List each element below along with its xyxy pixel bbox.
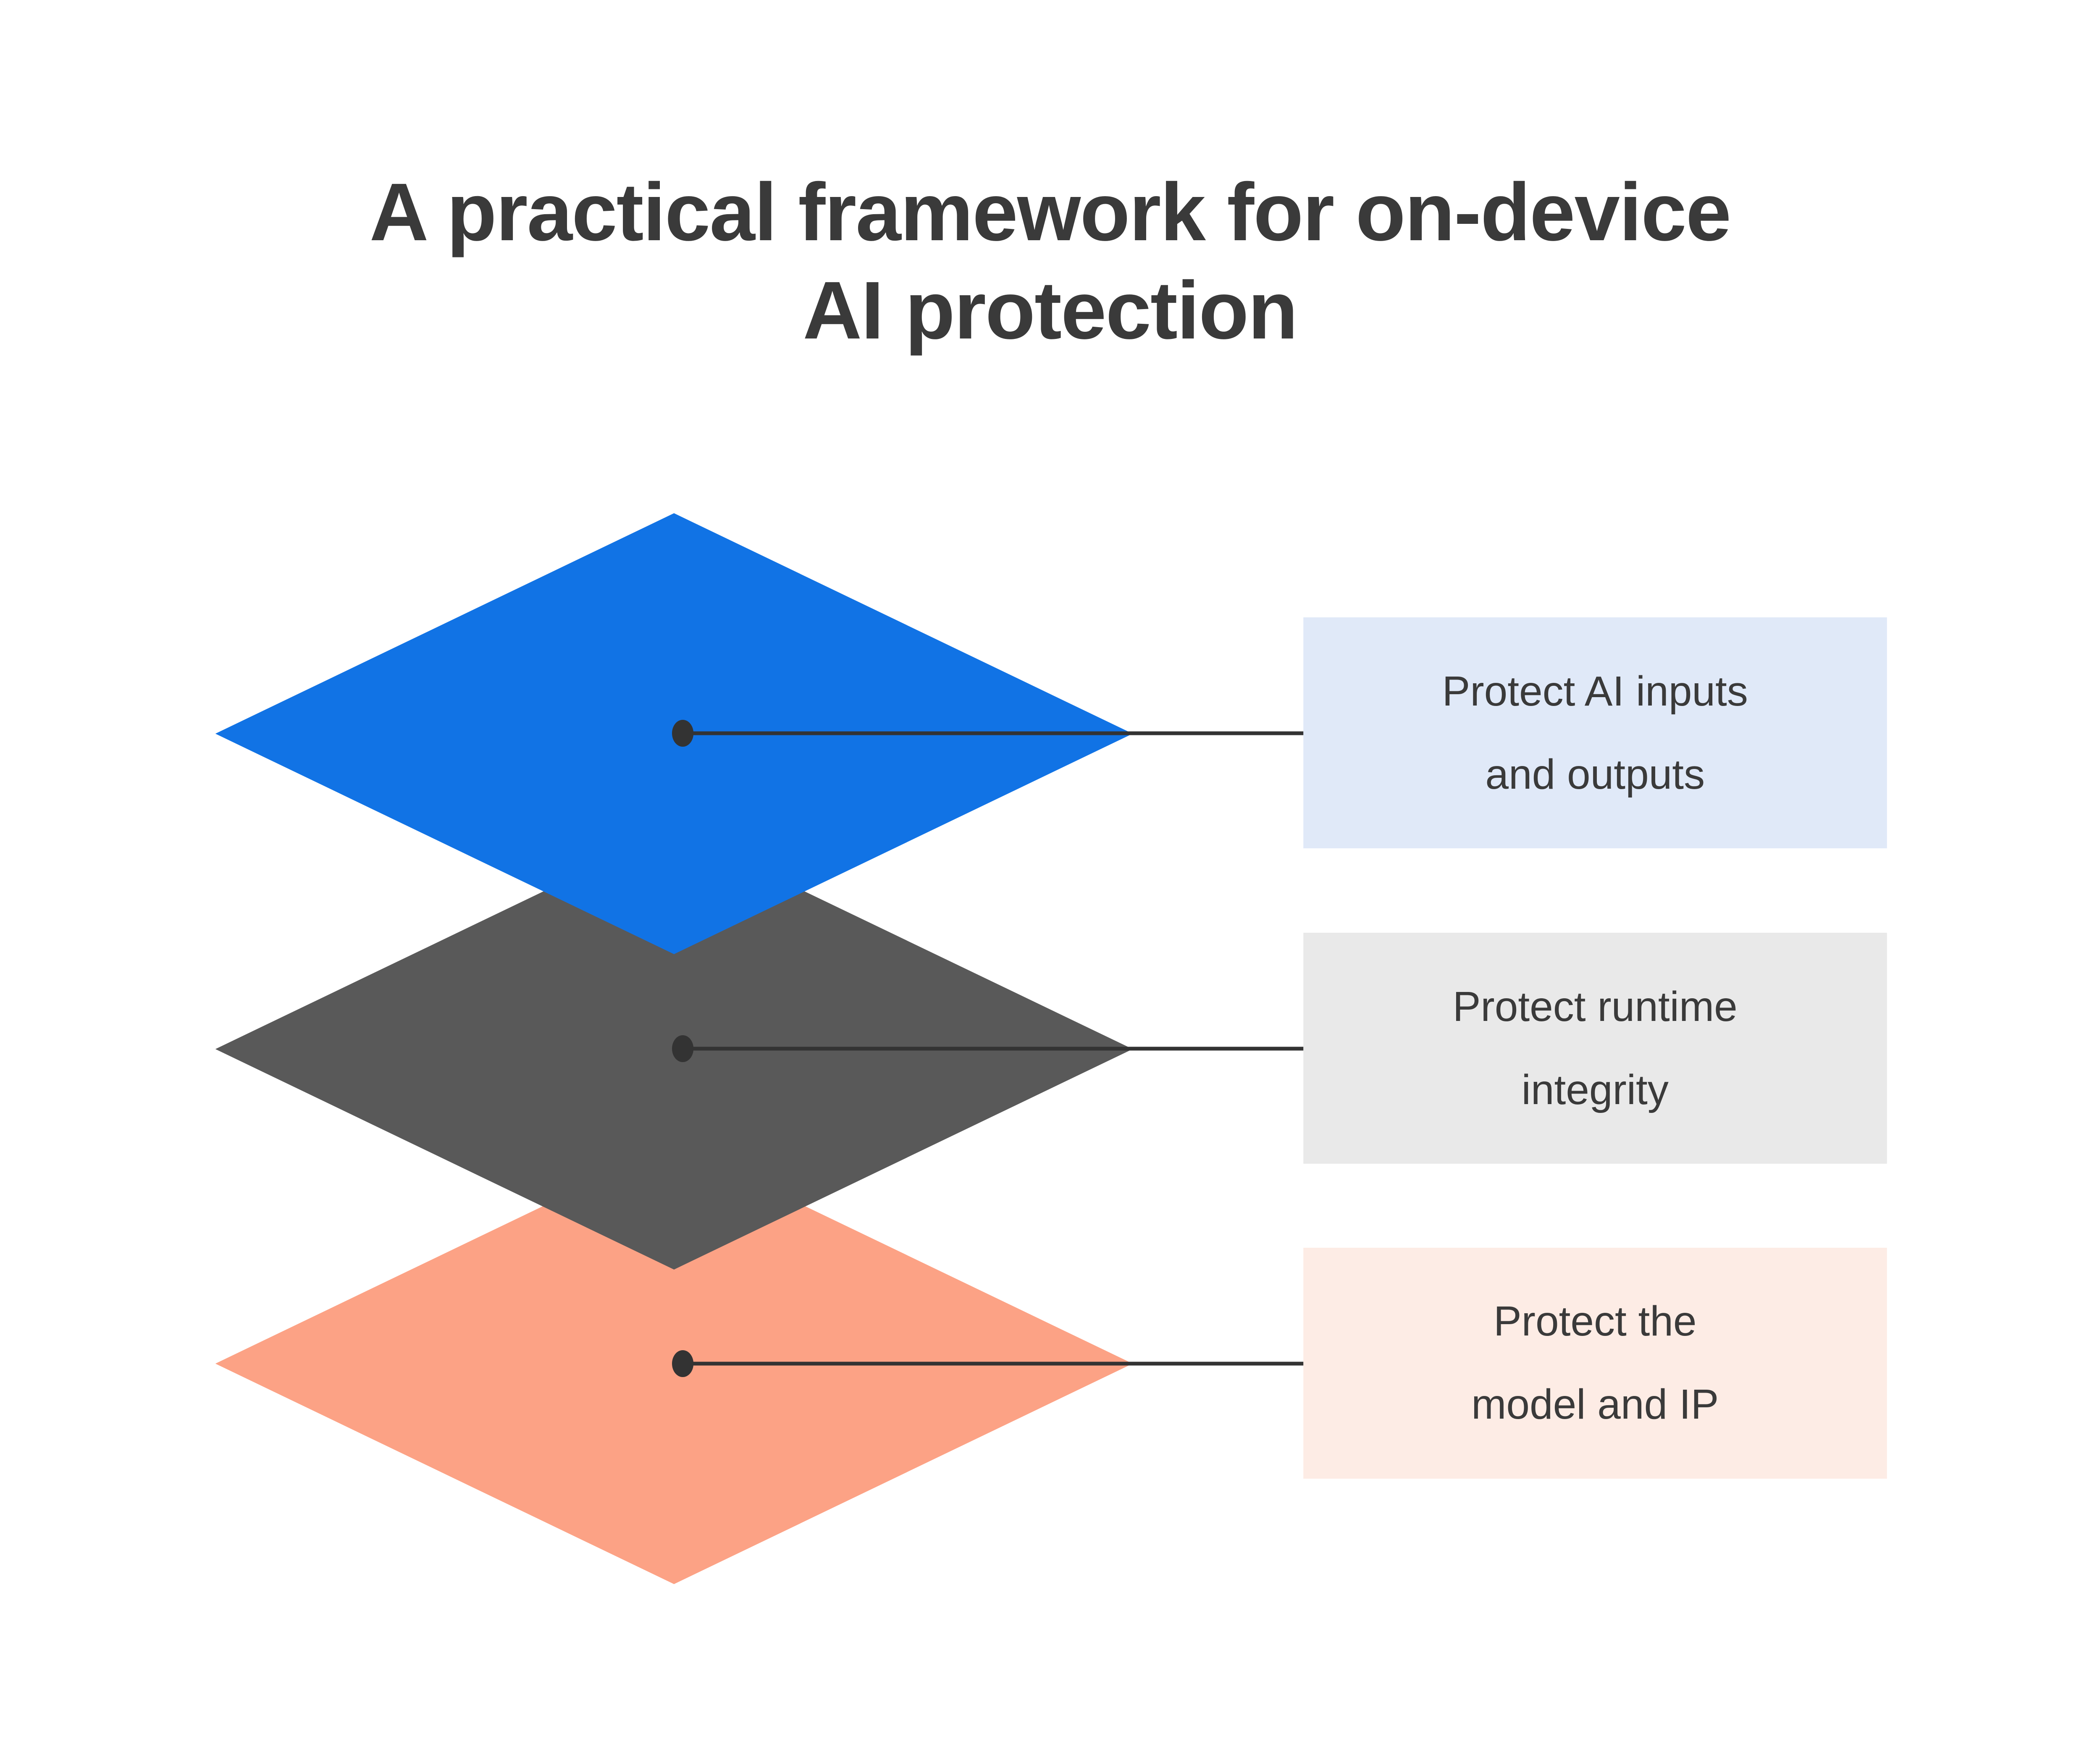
connector-dot-runtime-integrity <box>672 1035 694 1062</box>
label-box-runtime-integrity <box>1303 933 1887 1164</box>
label-line: Protect the <box>1493 1298 1697 1345</box>
page-title-line-1: A practical framework for on-device <box>369 166 1732 258</box>
page-title-line-2: AI protection <box>803 264 1298 356</box>
label-protect-model-and-ip: Protect the model and IP <box>1303 1247 1887 1478</box>
page-title: A practical framework for on-device AI p… <box>0 163 2100 359</box>
label-line: integrity <box>1521 1066 1669 1114</box>
label-line: Protect AI inputs <box>1442 668 1748 715</box>
label-protect-runtime-integrity: Protect runtime integrity <box>1303 933 1887 1164</box>
label-box-inputs-outputs <box>1303 617 1887 848</box>
connector-dot-model-and-ip <box>672 1350 694 1377</box>
label-line: model and IP <box>1471 1381 1719 1428</box>
label-line: and outputs <box>1485 751 1705 798</box>
label-box-model-and-ip <box>1303 1248 1887 1479</box>
connector-dot-inputs-outputs <box>672 720 694 747</box>
label-line: Protect runtime <box>1452 983 1738 1031</box>
label-protect-ai-inputs-outputs: Protect AI inputs and outputs <box>1303 617 1887 848</box>
